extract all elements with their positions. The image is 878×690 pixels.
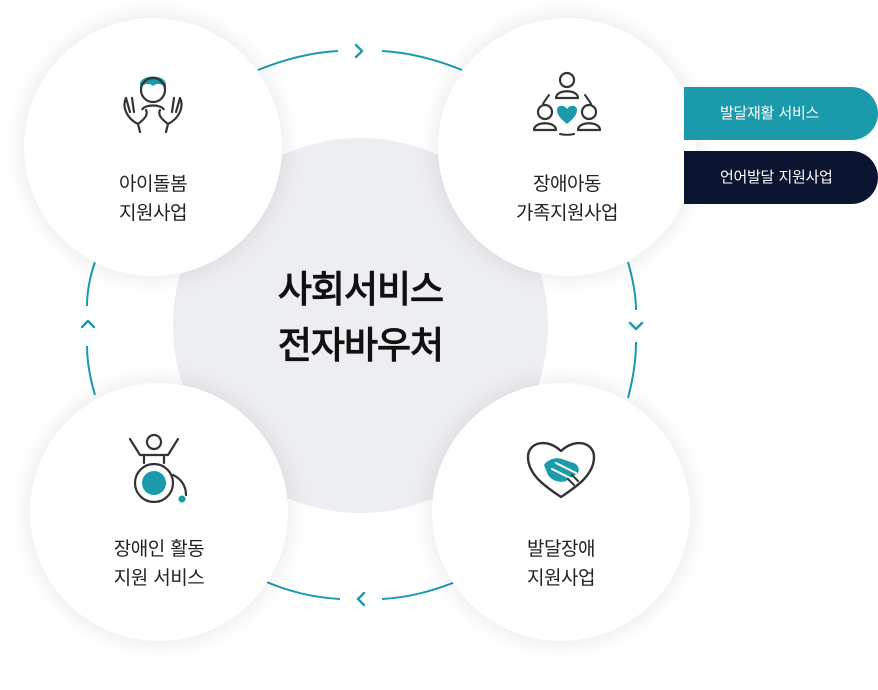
node-label-line-1: 장애아동 <box>533 173 601 195</box>
tag-language-development-support[interactable]: 언어발달 지원사업 <box>684 151 878 204</box>
node-label: 장애아동 가족지원사업 <box>438 170 696 228</box>
node-label: 아이돌봄 지원사업 <box>24 170 282 228</box>
chevron-up-icon <box>80 319 96 329</box>
node-childcare-support: 아이돌봄 지원사업 <box>24 18 282 276</box>
node-label-line-2: 지원사업 <box>119 202 187 224</box>
node-label: 발달장애 지원사업 <box>432 535 690 593</box>
node-label-line-1: 아이돌봄 <box>119 173 187 195</box>
heart-handshake-icon <box>526 441 596 499</box>
sub-service-tags: 발달재활 서비스 언어발달 지원사업 <box>684 87 878 204</box>
node-label-line-2: 지원사업 <box>527 567 595 589</box>
center-title: 사회서비스 전자바우처 <box>173 262 548 374</box>
node-label-line-2: 지원 서비스 <box>113 567 205 589</box>
node-label-line-1: 장애인 활동 <box>113 538 205 560</box>
node-disabled-child-family-support: 장애아동 가족지원사업 <box>438 18 696 276</box>
node-label-line-1: 발달장애 <box>527 538 595 560</box>
center-title-line-1: 사회서비스 <box>277 268 444 311</box>
family-heart-icon <box>532 71 602 136</box>
chevron-left-icon <box>356 591 366 607</box>
center-title-line-2: 전자바우처 <box>277 324 444 367</box>
node-label-line-2: 가족지원사업 <box>516 202 618 224</box>
node-developmental-disability-support: 발달장애 지원사업 <box>432 383 690 641</box>
node-disabled-activity-support: 장애인 활동 지원 서비스 <box>30 383 288 641</box>
tag-label: 발달재활 서비스 <box>720 104 819 122</box>
wheelchair-icon <box>128 433 188 503</box>
node-label: 장애인 활동 지원 서비스 <box>30 535 288 593</box>
caring-hands-child-icon <box>123 76 183 134</box>
tag-label: 언어발달 지원사업 <box>720 168 833 186</box>
tag-developmental-rehab-service[interactable]: 발달재활 서비스 <box>684 87 878 140</box>
chevron-right-icon <box>354 43 364 59</box>
chevron-down-icon <box>628 321 644 331</box>
